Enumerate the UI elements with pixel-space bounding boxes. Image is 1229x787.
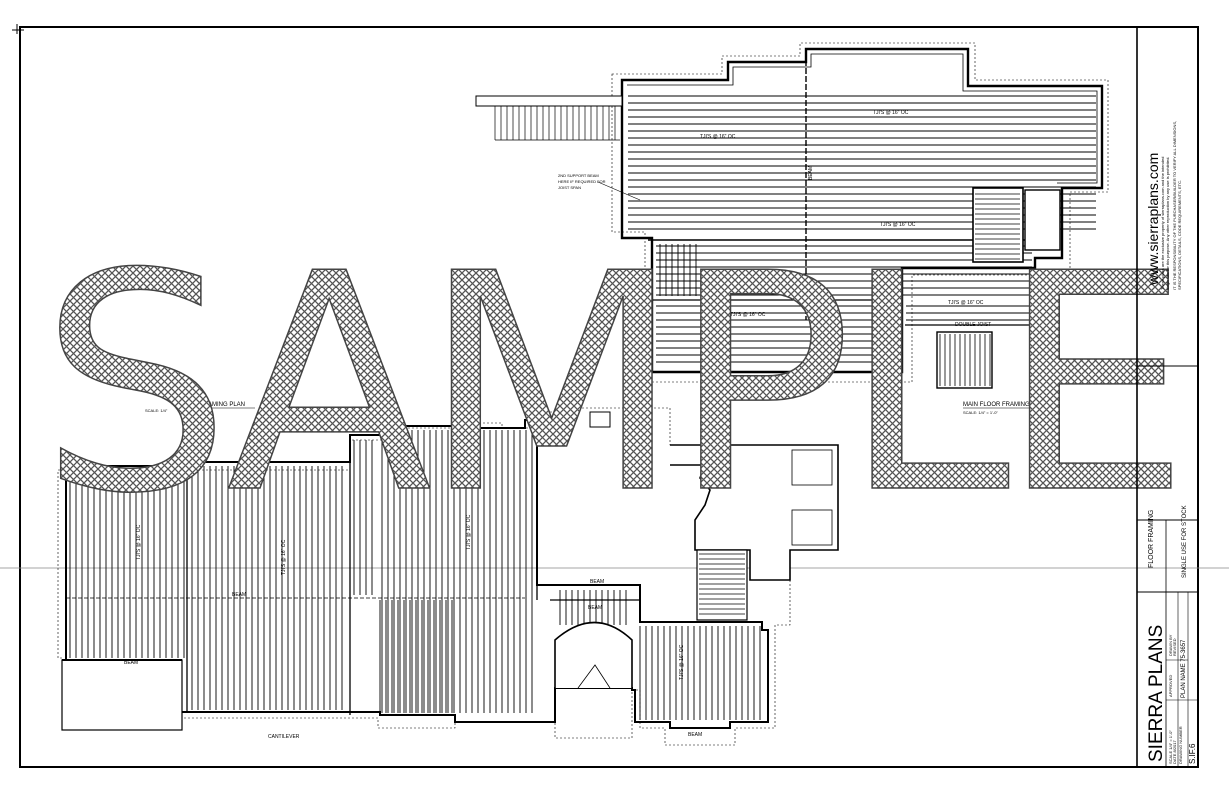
sample-watermark: SAMPLE bbox=[40, 210, 1180, 559]
drawn-by-text: DRAWN BY bbox=[1168, 634, 1173, 656]
joist-label: TJI'S @ 16" OC bbox=[948, 300, 984, 306]
disclaimer-text: single use for this purpose. Any other r… bbox=[1165, 157, 1170, 290]
joist-label: TJI'S @ 16" OC bbox=[873, 110, 909, 116]
cantilever-label: CANTILEVER bbox=[268, 734, 300, 740]
beam-label: BEAM bbox=[808, 166, 814, 180]
lower-plan-title: FRAMING PLAN bbox=[200, 402, 245, 408]
usage-text: SINGLE USE FOR STOCK bbox=[1182, 505, 1188, 578]
joist-label: TJI'S @ 16" OC bbox=[281, 539, 287, 575]
beam-label: BEAM bbox=[124, 660, 138, 666]
date-text: DATE 8/2017 bbox=[1172, 740, 1177, 764]
sheet-border bbox=[19, 26, 1199, 768]
approved-text: APPROVED bbox=[1168, 675, 1173, 697]
joist-label: TJI'S @ 16" OC bbox=[880, 222, 916, 228]
double-joist-label: DOUBLE JOIST bbox=[955, 322, 991, 328]
upper-plan-scale: SCALE: 1/4" = 1'-0" bbox=[963, 410, 998, 415]
beam-label: BEAM bbox=[232, 592, 246, 598]
beam-label: BEAM bbox=[590, 579, 604, 585]
title-block: www.sierraplans.com These plans are the … bbox=[1136, 27, 1198, 767]
lower-plan-scale: SCALE: 1/4" bbox=[145, 408, 168, 413]
main-floor-framing-plan: TJI'S @ 16" OC TJI'S @ 16" OC TJI'S @ 16… bbox=[475, 42, 1109, 415]
joist-label: TJI'S @ 16" OC bbox=[700, 134, 736, 140]
joist-label: TJI'S @ 16" OC bbox=[466, 514, 472, 550]
disclaimer-text: IT IS THE RESPONSIBILITY OF THE PURCHASE… bbox=[1172, 121, 1177, 290]
revised-text: REVISED bbox=[1172, 638, 1177, 656]
support-note: JOIST SPAN bbox=[558, 185, 581, 190]
beam-label: BEAM bbox=[688, 732, 702, 738]
joist-label: TJI'S @ 16" OC bbox=[679, 644, 685, 680]
plan-name: PLAN NAME 75-3657 bbox=[1181, 639, 1187, 698]
upper-plan-title: MAIN FLOOR FRAMING bbox=[963, 402, 1030, 408]
website-text: www.sierraplans.com bbox=[1145, 153, 1161, 286]
joist-label: TJI'S @ 16" OC bbox=[730, 312, 766, 318]
joist-label: TJI'S @ 16" OC bbox=[136, 524, 142, 560]
company-name: SIERRA PLANS bbox=[1146, 625, 1167, 762]
sheet-number: S.IF.6 bbox=[1188, 743, 1197, 764]
sheet-title: FLOOR FRAMING bbox=[1148, 510, 1155, 568]
disclaimer-text: SPECIFICATIONS, DETAILS, CODE REQUIREMEN… bbox=[1177, 180, 1182, 290]
lower-floor-framing-plan: FRAMING PLAN SCALE: 1/4" CANTILEVER BEAM… bbox=[57, 402, 839, 746]
support-note: HERE IF REQUIRED FOR bbox=[558, 179, 606, 184]
support-note: 2ND SUPPORT BEAM bbox=[558, 173, 599, 178]
scale-text: SCALE 1/4" = 1'-0" bbox=[1168, 730, 1173, 764]
beam-label: BEAM bbox=[588, 605, 602, 611]
disclaimer-text: These plans are the exclusive property o… bbox=[1160, 157, 1165, 290]
drawing-number-label: DRAWING NUMBER bbox=[1178, 726, 1183, 764]
